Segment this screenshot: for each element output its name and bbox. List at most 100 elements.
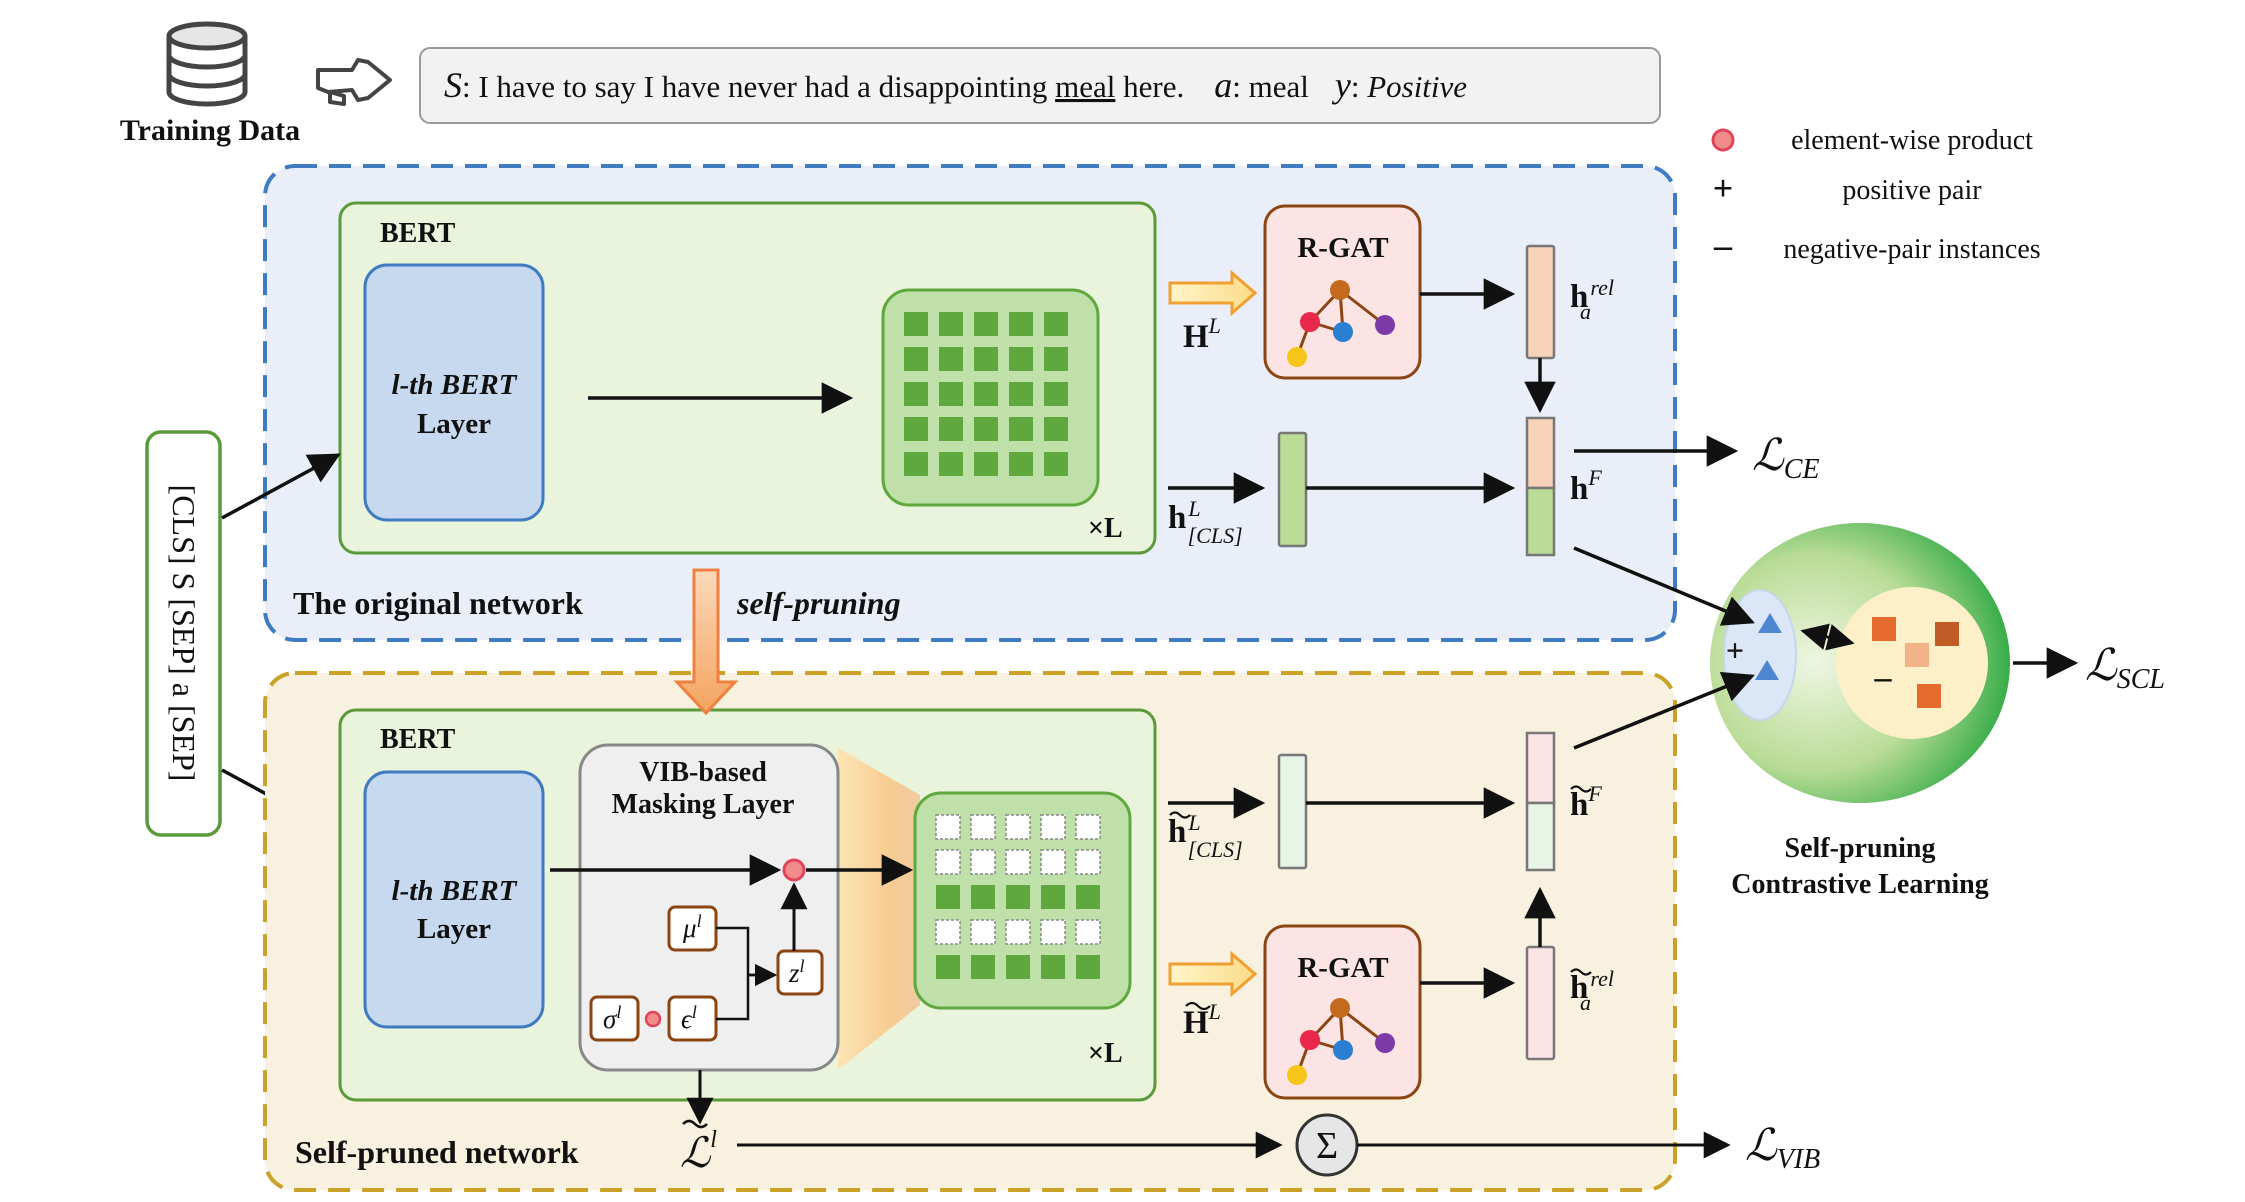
- negative-square-4: [1917, 684, 1941, 708]
- grid-cell-active: [936, 885, 960, 909]
- negative-square-3: [1905, 643, 1929, 667]
- z-label: zl: [788, 956, 805, 988]
- bert-layer-label-pruned: l-th BERT: [392, 875, 518, 907]
- arrow-hf-to-scl: [1573, 546, 1755, 626]
- grid-cell-active: [971, 885, 995, 909]
- grid-cell-active: [1009, 417, 1033, 441]
- legend-product-text: element-wise product: [1791, 125, 2033, 156]
- rgat-label-original: R-GAT: [1297, 232, 1388, 264]
- grid-cell-masked: [970, 849, 996, 875]
- rgat-label-pruned: R-GAT: [1297, 952, 1388, 984]
- h-f-vector-top-pruned: [1525, 731, 1556, 805]
- grid-cell-masked: [1075, 919, 1101, 945]
- grid-cell-active: [939, 452, 963, 476]
- grid-cells-original: [904, 312, 1068, 476]
- h-f-label-pruned: hF: [1570, 781, 1602, 823]
- hl-label-original: HL: [1183, 313, 1221, 355]
- grid-cell-active: [1076, 955, 1100, 979]
- loss-scl: ℒSCL: [2085, 641, 2165, 695]
- sigma-label: σl: [603, 1002, 621, 1034]
- grid-cell-active: [939, 312, 963, 336]
- contrastive-learning: + – Self-pruning Contrastive Learning: [1710, 523, 2010, 900]
- hl-arrow-original: [1168, 269, 1258, 317]
- grid-cell-active: [939, 347, 963, 371]
- self-pruning-label: self-pruning: [736, 585, 901, 621]
- grid-cell-masked: [1005, 849, 1031, 875]
- bert-layer-label2-pruned: Layer: [417, 913, 491, 945]
- grid-cell-active: [971, 955, 995, 979]
- grid-cell-active: [974, 347, 998, 371]
- epsilon-label: ϵl: [681, 1002, 697, 1034]
- input-tokens-text: [CLS] S [SEP] a [SEP]: [166, 485, 202, 782]
- input-tokens-box: [CLS] S [SEP] a [SEP]: [145, 430, 222, 837]
- h-rel-vector-pruned: [1525, 945, 1556, 1061]
- legend-plus-icon: +: [1713, 168, 1734, 208]
- h-cls-vector-original: [1277, 431, 1308, 548]
- grid-cell-active: [1009, 452, 1033, 476]
- original-network-title: The original network: [293, 585, 583, 621]
- positive-pair-plus: +: [1726, 632, 1744, 668]
- grid-cell-active: [974, 382, 998, 406]
- database-icon: [166, 21, 248, 107]
- legend: element-wise product + positive pair – n…: [1711, 125, 2041, 265]
- grid-cell-masked: [935, 849, 961, 875]
- vib-label-line1: VIB-based: [639, 757, 767, 788]
- sigma-box: [589, 995, 640, 1042]
- grid-cell-masked: [1040, 849, 1066, 875]
- grid-cell-active: [1044, 347, 1068, 371]
- grid-cell-active: [904, 452, 928, 476]
- hl-label-pruned: HL: [1183, 999, 1221, 1041]
- pruned-network: Self-pruned network BERT l-th BERT Layer…: [263, 671, 1731, 1192]
- contrastive-title-line2: Contrastive Learning: [1731, 869, 1988, 900]
- grid-cell-masked: [970, 814, 996, 840]
- h-f-label-original: hF: [1570, 465, 1602, 507]
- grid-cell-active: [1044, 452, 1068, 476]
- grid-cell-masked: [1040, 814, 1066, 840]
- h-cls-label-original: hL[CLS]: [1168, 496, 1243, 548]
- positive-triangle-2: [1755, 660, 1779, 680]
- sentence-text: S: I have to say I have never had a disa…: [444, 65, 1467, 105]
- bert-label-pruned: BERT: [380, 724, 456, 755]
- loss-l-label: ℒl: [680, 1127, 717, 1177]
- contrastive-title-line1: Self-pruning: [1785, 833, 1936, 864]
- graph-icon-original: [1287, 280, 1395, 367]
- grid-cell-active: [974, 452, 998, 476]
- arrow-input-to-original: [221, 453, 341, 520]
- positive-triangle-1: [1758, 613, 1782, 633]
- h-f-tilde-pruned: [1570, 785, 1592, 793]
- grid-cell-masked: [1040, 919, 1066, 945]
- grid-cell-masked: [970, 919, 996, 945]
- grid-cells-pruned: [935, 814, 1101, 979]
- self-pruning-arrow: [673, 568, 739, 716]
- grid-cell-active: [1009, 347, 1033, 371]
- bert-label-original: BERT: [380, 218, 456, 249]
- repeat-label-pruned: ×L: [1088, 1038, 1123, 1069]
- vib-label-line2: Masking Layer: [612, 789, 795, 820]
- grid-cell-masked: [1075, 814, 1101, 840]
- legend-negative-text: negative-pair instances: [1783, 234, 2040, 265]
- pruned-network-title: Self-pruned network: [295, 1134, 579, 1170]
- bert-layer-label2-original: Layer: [417, 408, 491, 440]
- grid-cell-active: [1041, 885, 1065, 909]
- grid-cell-masked: [935, 919, 961, 945]
- original-network: The original network BERT l-th BERT Laye…: [263, 164, 1739, 642]
- grid-cell-active: [939, 382, 963, 406]
- negative-square-1: [1872, 617, 1896, 641]
- grid-cell-active: [904, 382, 928, 406]
- mu-label: μl: [682, 911, 702, 943]
- bert-layer-pruned: [363, 770, 545, 1029]
- hl-arrow-pruned: [1168, 950, 1258, 998]
- h-cls-label-pruned: hL[CLS]: [1168, 810, 1243, 862]
- pair-contrast-arrow: [1800, 623, 1855, 651]
- grid-cell-active: [974, 417, 998, 441]
- product-icon: [782, 858, 806, 882]
- negative-square-2: [1935, 622, 1959, 646]
- bert-layer-label-original: l-th BERT: [392, 369, 518, 401]
- bert-layer-original: [363, 263, 545, 522]
- grid-cell-active: [1044, 417, 1068, 441]
- training-data-label: Training Data: [120, 114, 300, 147]
- grid-cell-active: [904, 347, 928, 371]
